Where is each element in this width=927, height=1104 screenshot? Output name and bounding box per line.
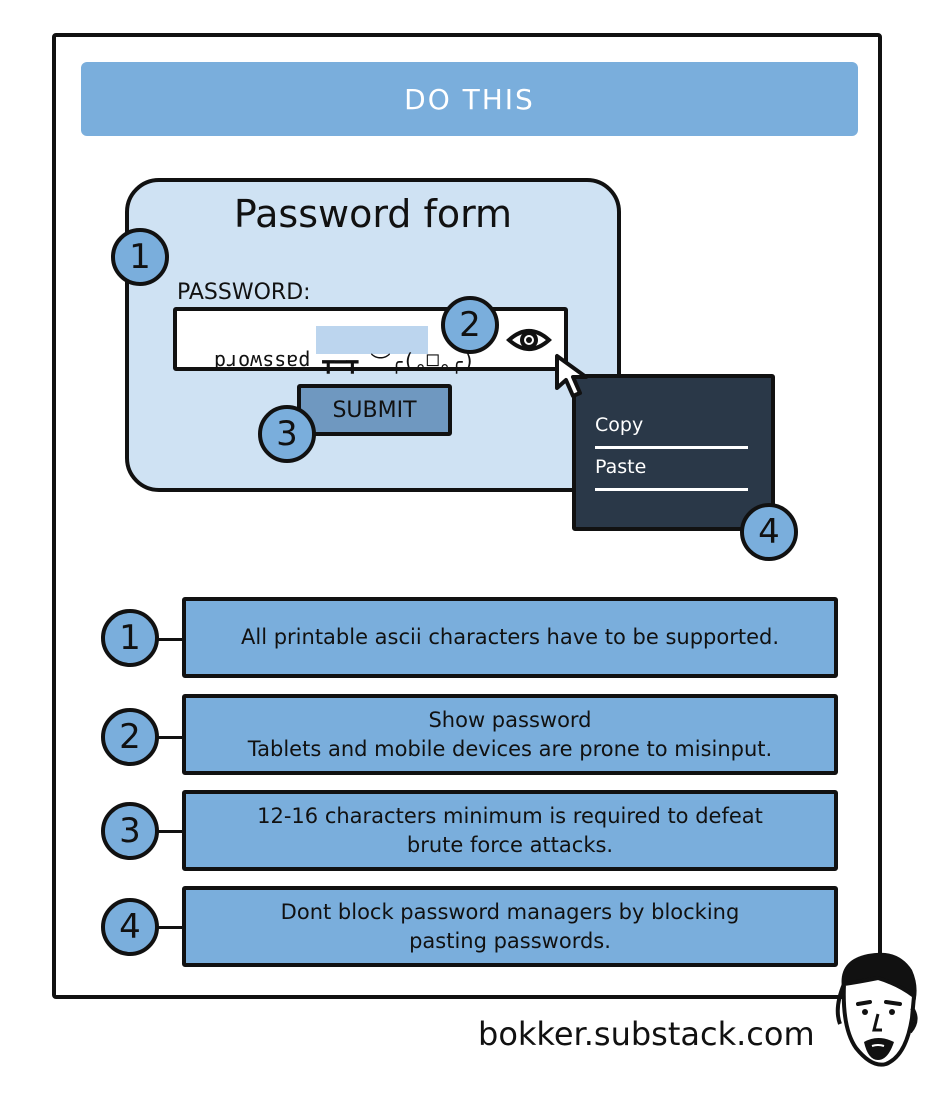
note-badge-3: 3 bbox=[101, 802, 159, 860]
mouse-cursor-icon bbox=[555, 354, 588, 398]
note-2-line-2: Tablets and mobile devices are prone to … bbox=[247, 736, 773, 761]
submit-button[interactable]: SUBMIT bbox=[297, 384, 452, 436]
menu-divider bbox=[595, 488, 748, 491]
note-connector bbox=[158, 736, 184, 739]
note-1-line-1: All printable ascii characters have to b… bbox=[241, 625, 779, 649]
note-connector bbox=[158, 830, 184, 833]
note-3: 12-16 characters minimum is required to … bbox=[182, 790, 838, 871]
note-badge-4: 4 bbox=[101, 898, 159, 956]
note-badge-1: 1 bbox=[101, 609, 159, 667]
text-selection-highlight bbox=[316, 326, 428, 354]
context-menu-copy[interactable]: Copy bbox=[595, 414, 644, 436]
form-title: Password form bbox=[233, 192, 513, 236]
context-menu-paste[interactable]: Paste bbox=[595, 456, 647, 478]
note-badge-2: 2 bbox=[101, 708, 159, 766]
note-3-line-2: brute force attacks. bbox=[406, 832, 614, 857]
note-4-line-2: pasting passwords. bbox=[409, 928, 611, 953]
callout-badge-1: 1 bbox=[111, 228, 169, 286]
password-label: PASSWORD: bbox=[177, 280, 311, 305]
note-connector bbox=[158, 638, 184, 641]
note-2: Show password Tablets and mobile devices… bbox=[182, 694, 838, 775]
note-connector bbox=[158, 926, 184, 929]
callout-badge-4: 4 bbox=[740, 503, 798, 561]
note-4-line-1: Dont block password managers by blocking bbox=[280, 899, 740, 924]
callout-badge-2: 2 bbox=[441, 296, 499, 354]
context-menu bbox=[572, 374, 775, 531]
password-value: (╯°□°)╯︵ ┻━┻ password bbox=[190, 325, 475, 378]
note-3-line-1: 12-16 characters minimum is required to … bbox=[257, 803, 763, 828]
eye-icon[interactable] bbox=[505, 320, 553, 360]
note-1: All printable ascii characters have to b… bbox=[182, 597, 838, 678]
footer-site-link[interactable]: bokker.substack.com bbox=[478, 1015, 815, 1053]
menu-divider bbox=[595, 446, 748, 449]
note-2-line-1: Show password bbox=[428, 707, 592, 732]
password-text: (╯°□°)╯︵ ┻━┻ password bbox=[214, 350, 475, 374]
author-avatar-icon bbox=[835, 952, 918, 1067]
banner-title: DO THIS bbox=[81, 62, 858, 136]
note-4: Dont block password managers by blocking… bbox=[182, 886, 838, 967]
callout-badge-3: 3 bbox=[258, 405, 316, 463]
